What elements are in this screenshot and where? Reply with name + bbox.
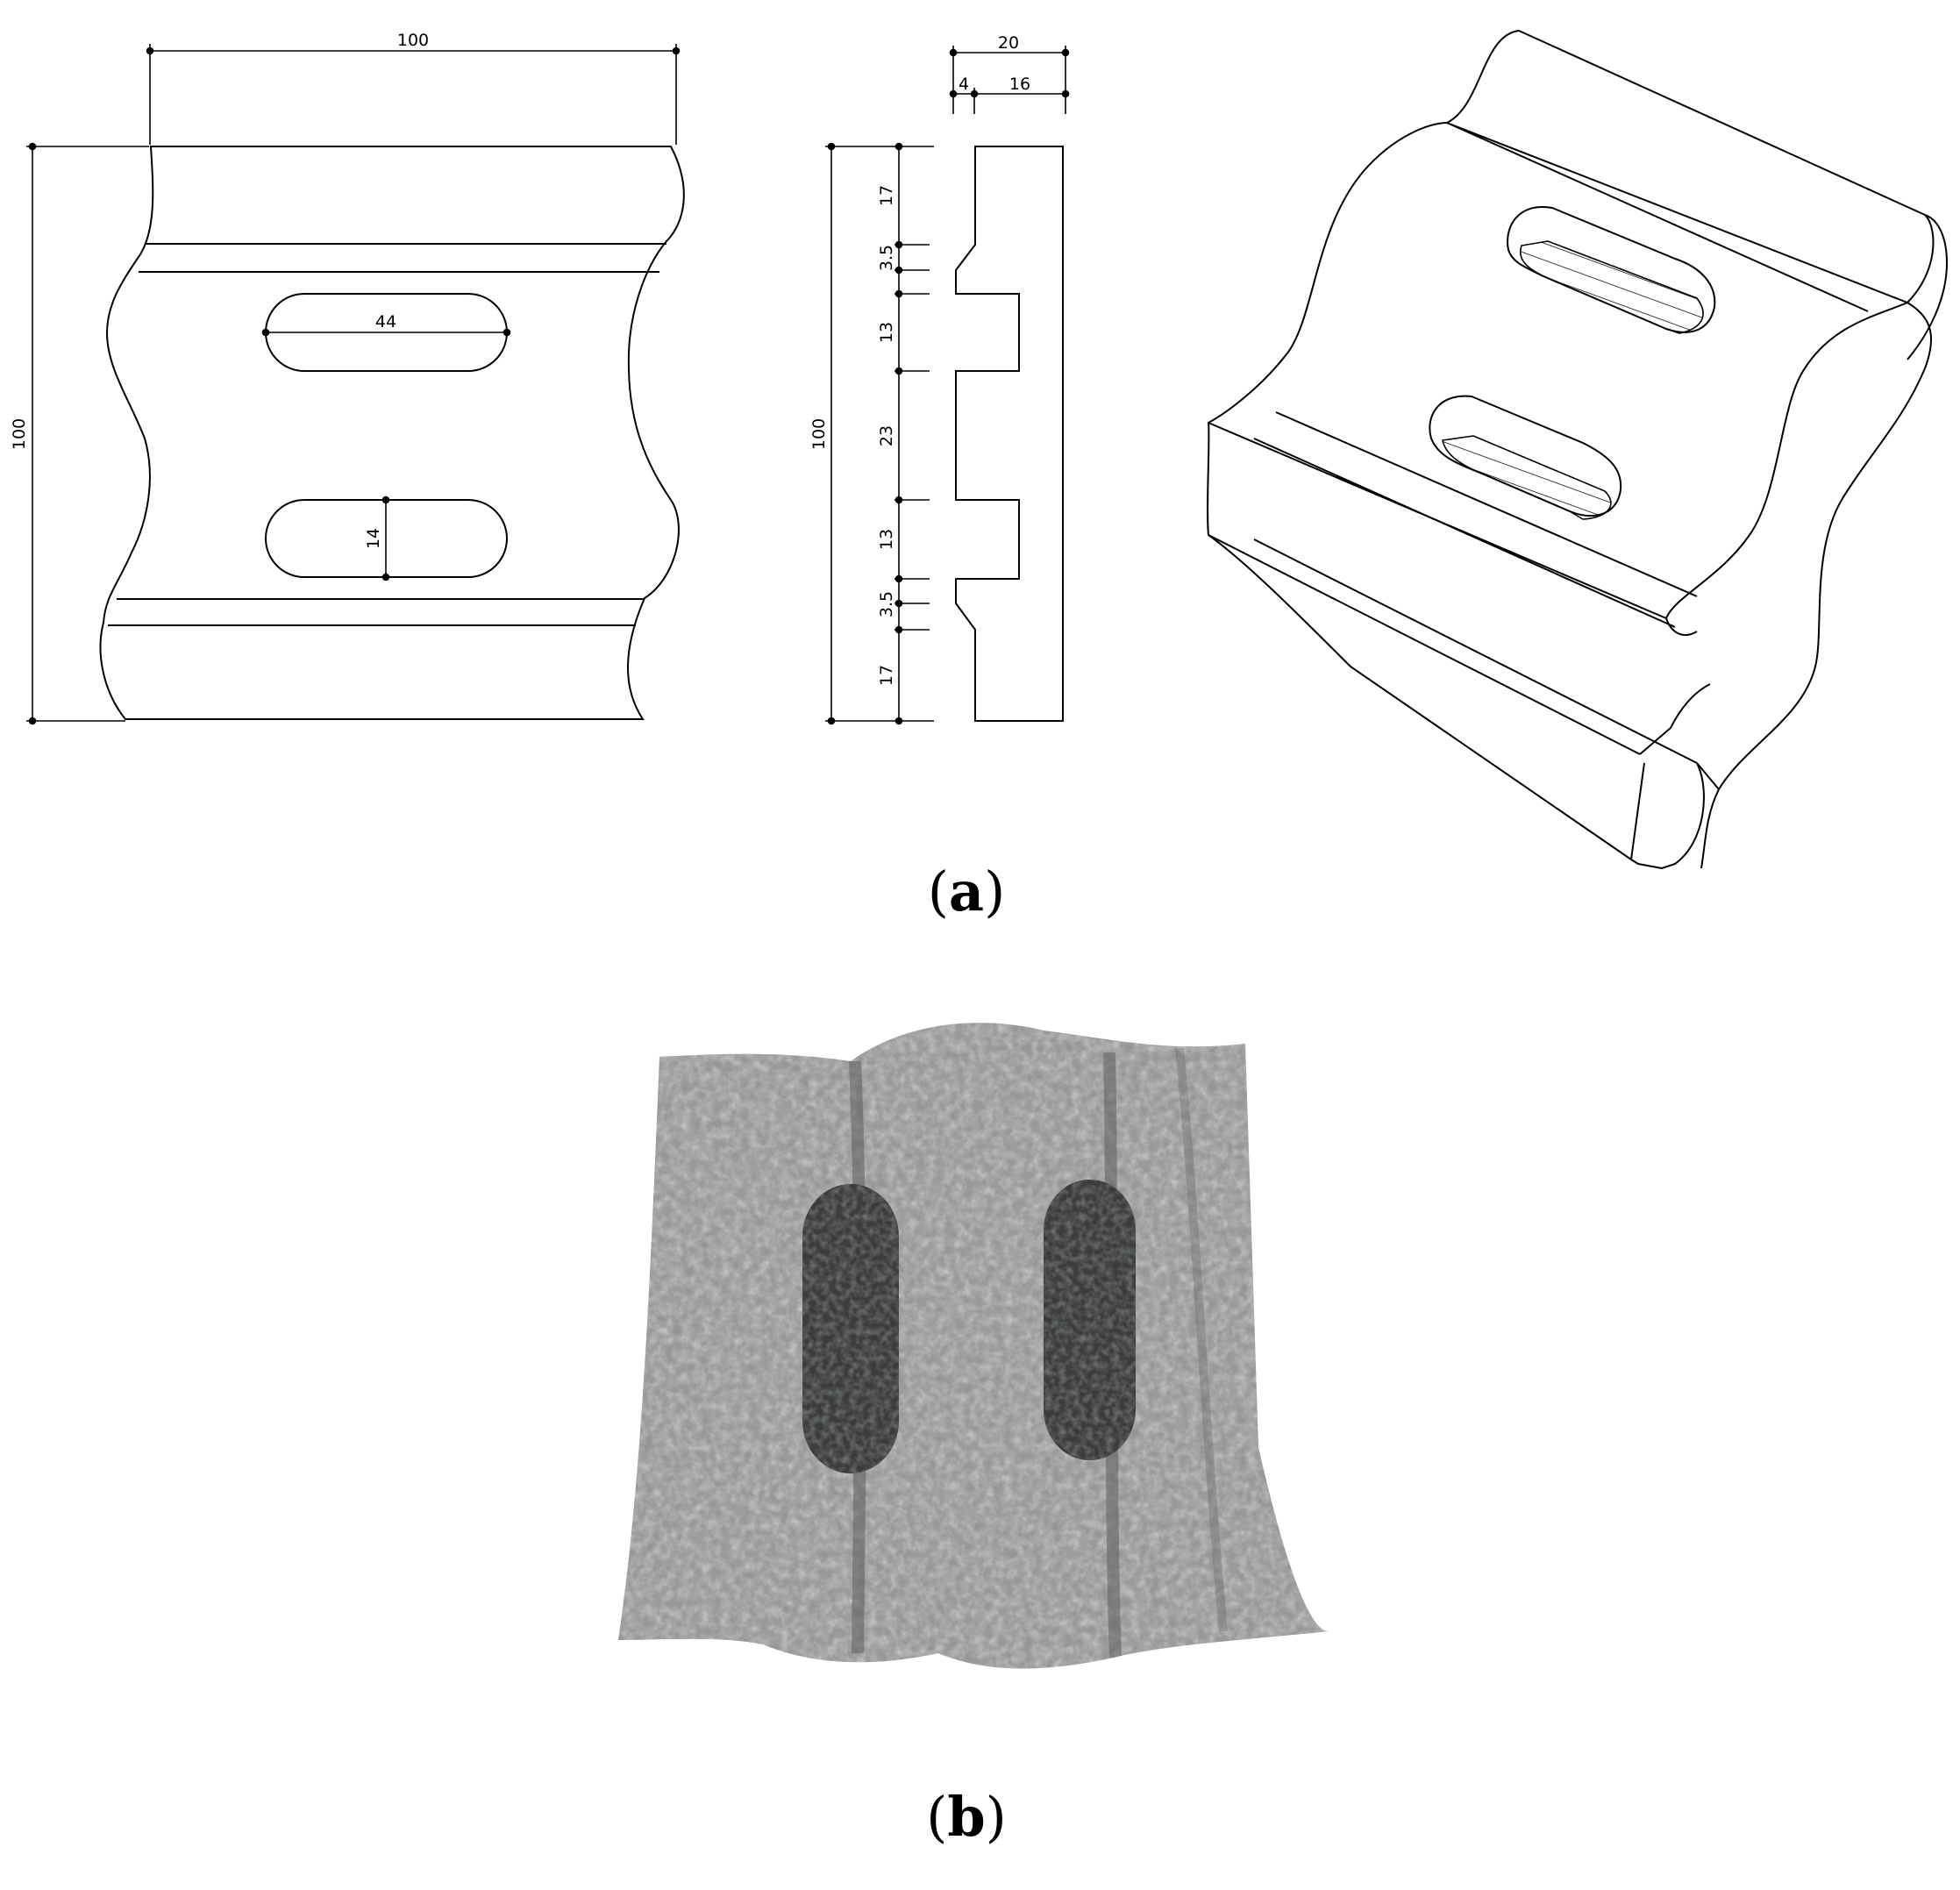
side-segment-label: 23 (877, 425, 896, 446)
side-body-label: 16 (1009, 75, 1030, 94)
side-segment-label: 3.5 (877, 591, 896, 617)
concrete-block-photo (618, 1023, 1329, 1669)
side-segment-label: 17 (877, 185, 896, 206)
side-segment-label: 17 (877, 665, 896, 686)
iso-slot-lower-hatch (1442, 435, 1612, 520)
side-segment-label: 13 (877, 322, 896, 343)
caption-a: (a) (927, 859, 1006, 924)
side-view (955, 146, 1064, 722)
side-view-outline (955, 146, 1064, 722)
side-depth-label: 20 (998, 33, 1019, 53)
caption-b-letter: b (947, 1785, 986, 1849)
iso-slot-upper-hatch (1520, 240, 1704, 334)
isometric-view (1207, 30, 1948, 869)
front-view-dimensions (26, 44, 681, 725)
side-view-dimension-labels: 20 4 16 100 17 3.5 13 23 13 3.5 17 (809, 33, 1030, 686)
side-height-label: 100 (809, 418, 829, 450)
side-segment-label: 3.5 (877, 245, 896, 271)
iso-top-face (1208, 30, 1908, 619)
side-segment-label: 13 (877, 529, 896, 550)
caption-a-letter: a (948, 859, 985, 924)
front-view-outline (99, 146, 685, 720)
caption-b: (b) (926, 1785, 1007, 1849)
slot-length-label: 44 (375, 312, 396, 332)
side-view-dimensions (825, 46, 1070, 725)
front-width-label: 100 (397, 31, 429, 50)
slot-width-label: 14 (364, 528, 383, 549)
front-height-label: 100 (10, 418, 29, 450)
side-lip-label: 4 (959, 75, 969, 94)
front-view-dimension-labels: 100 100 44 14 (10, 31, 429, 549)
front-view (99, 146, 685, 720)
